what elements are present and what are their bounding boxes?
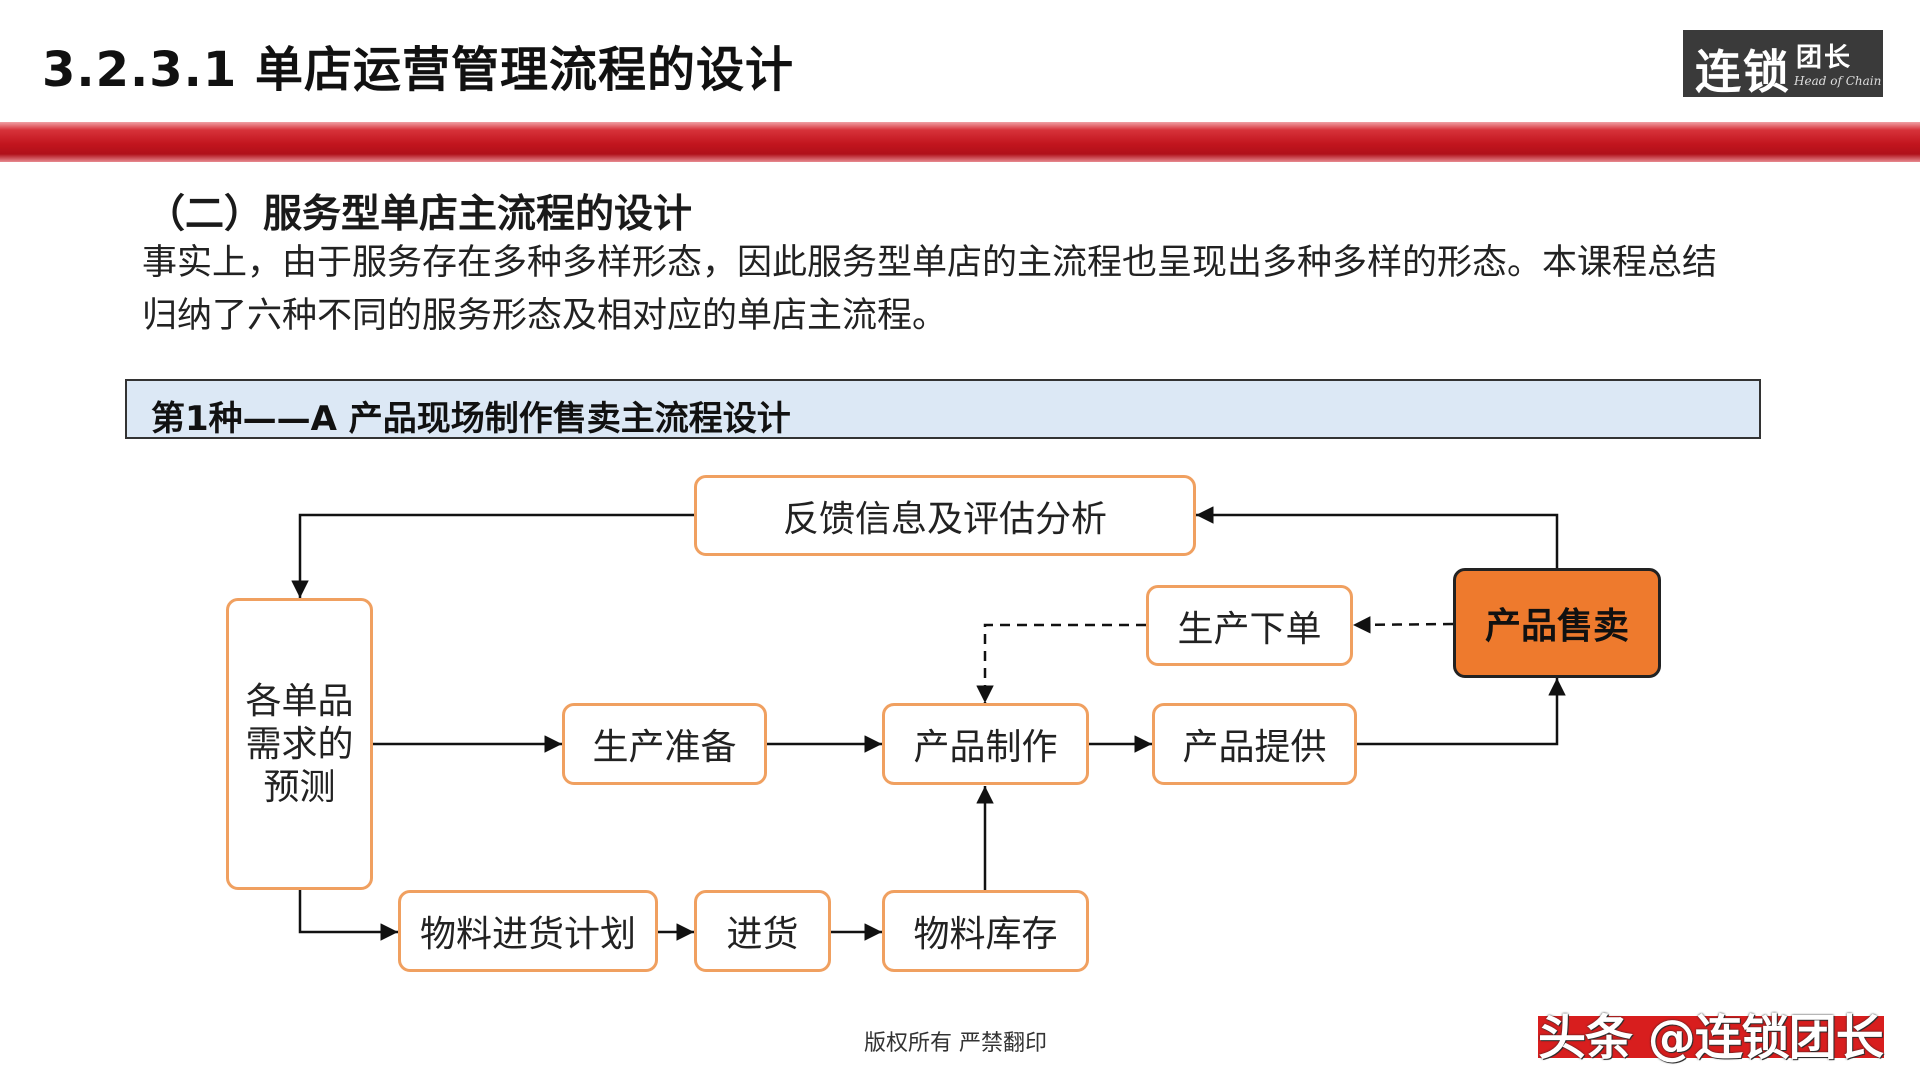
page-title: 3.2.3.1 单店运营管理流程的设计 xyxy=(42,42,795,98)
section-heading: （二）服务型单店主流程的设计 xyxy=(146,192,693,237)
logo-main-text: 连锁 xyxy=(1695,45,1791,99)
node-material-stock: 物料库存 xyxy=(882,890,1089,972)
copyright-footer: 版权所有 严禁翻印 xyxy=(864,1031,1047,1056)
arrow-sell-to-order xyxy=(1352,616,1454,634)
header-band xyxy=(0,122,1920,162)
logo-sub-text: 团长 xyxy=(1796,43,1853,73)
node-product-sales: 产品售卖 xyxy=(1453,568,1661,678)
node-product-making: 产品制作 xyxy=(882,703,1089,785)
node-feedback-analysis: 反馈信息及评估分析 xyxy=(694,475,1196,556)
arrow-sell-to-feedback xyxy=(1196,506,1559,568)
flow-type-banner: 第1种——A 产品现场制作售卖主流程设计 xyxy=(125,379,1761,439)
intro-paragraph: 事实上，由于服务存在多种多样形态，因此服务型单店的主流程也呈现出多种多样的形态。… xyxy=(142,237,1762,343)
node-production-prep: 生产准备 xyxy=(562,703,767,785)
arrow-feedback-to-forecast xyxy=(291,513,694,598)
intro-line-2: 归纳了六种不同的服务形态及相对应的单店主流程。 xyxy=(142,296,948,336)
arrow-order-to-make xyxy=(976,623,1146,703)
node-production-order: 生产下单 xyxy=(1146,585,1353,666)
brand-logo: 连锁 团长 Head of Chain xyxy=(1683,30,1883,99)
arrow-provide-to-sell xyxy=(1357,678,1566,746)
node-demand-forecast: 各单品需求的预测 xyxy=(226,598,373,890)
node-purchase-plan: 物料进货计划 xyxy=(398,890,658,972)
watermark-text: 头条 @连锁团长 xyxy=(1538,1010,1884,1066)
intro-line-1: 事实上，由于服务存在多种多样形态，因此服务型单店的主流程也呈现出多种多样的形态。… xyxy=(142,243,1718,283)
banner-text: 第1种——A 产品现场制作售卖主流程设计 xyxy=(151,399,791,439)
arrow-forecast-to-plan xyxy=(298,890,398,941)
node-purchasing: 进货 xyxy=(694,890,831,972)
node-product-provision: 产品提供 xyxy=(1152,703,1357,785)
logo-english-text: Head of Chain xyxy=(1794,74,1882,88)
watermark: 头条 @连锁团长 xyxy=(1538,1010,1884,1066)
